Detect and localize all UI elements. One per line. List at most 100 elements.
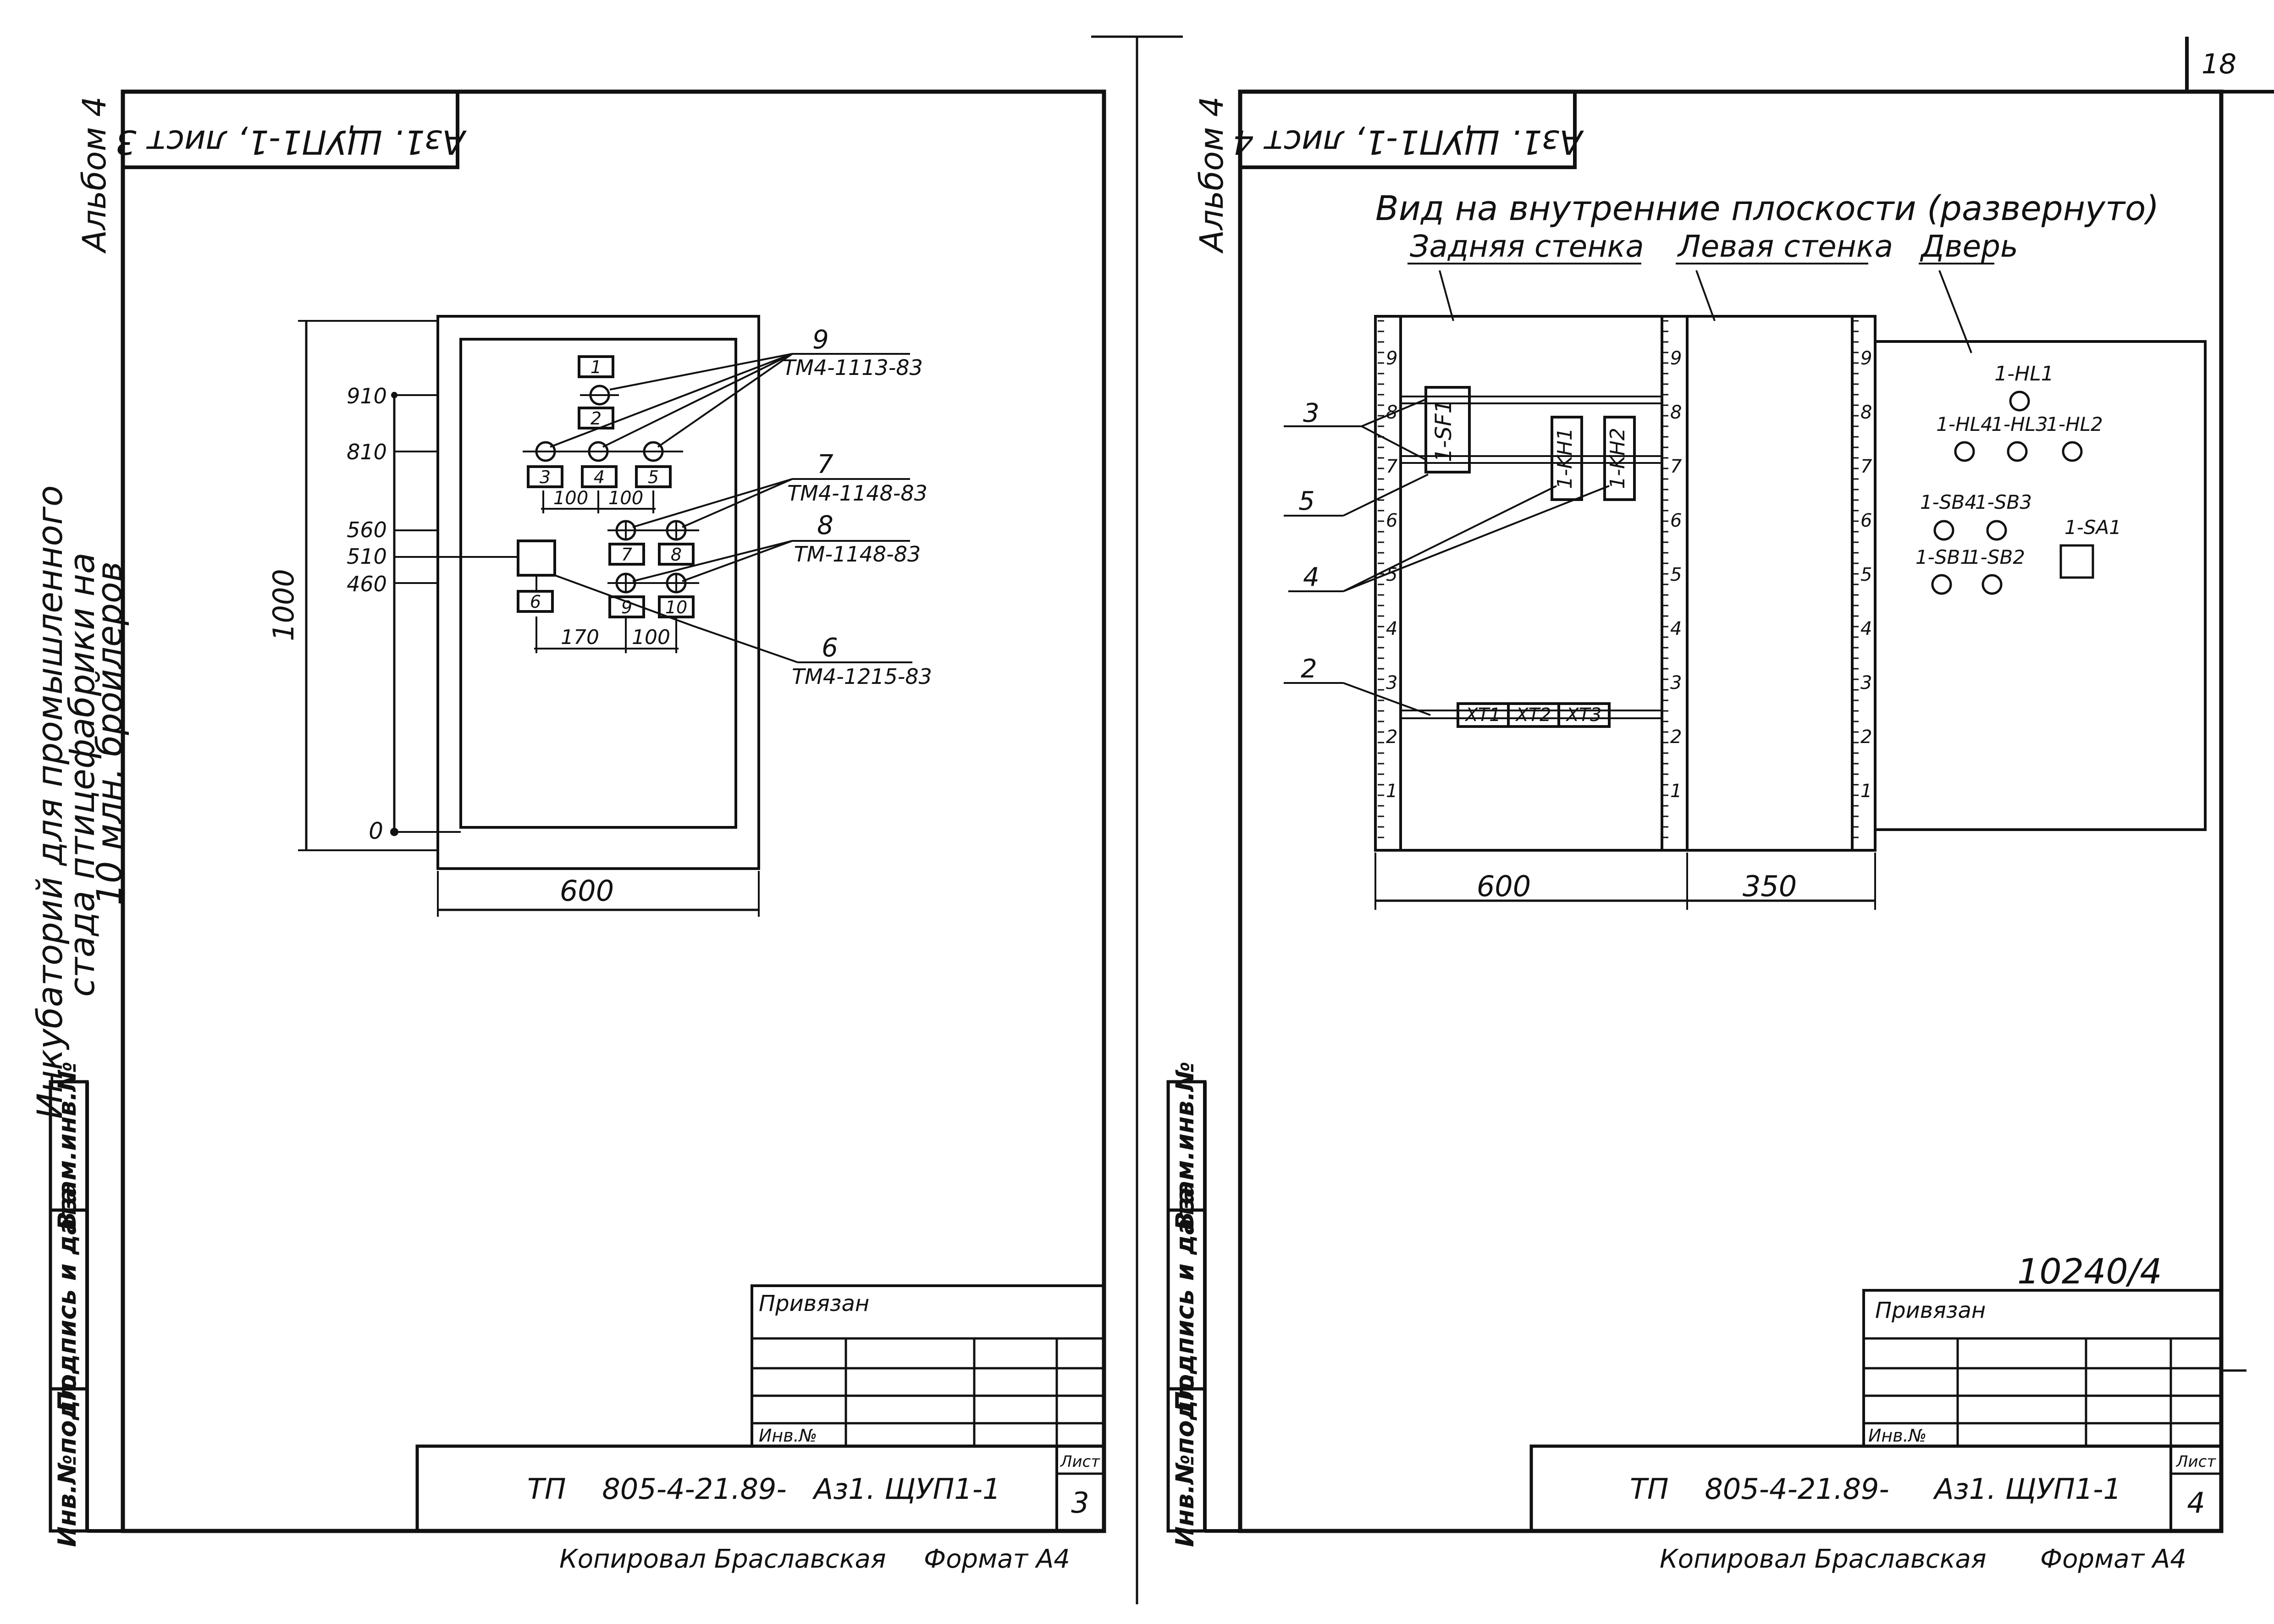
scale-number: 2 <box>1670 727 1682 748</box>
svg-text:Инв.№: Инв.№ <box>759 1426 817 1446</box>
left-panel-inner <box>459 338 737 829</box>
right-header-stamp: Аз1. ЩУП1-1, лист 4 <box>1233 123 1584 161</box>
button-sb4 <box>1933 520 1954 541</box>
level-marks: 910 810 560 510 460 0 <box>347 384 518 844</box>
svg-text:2: 2 <box>591 408 602 429</box>
left-header-stamp-box <box>121 90 459 169</box>
page-number-box: 18 <box>2185 37 2274 94</box>
page-number: 18 <box>2202 48 2236 80</box>
svg-text:4: 4 <box>2187 1486 2205 1519</box>
svg-text:1-HL1: 1-HL1 <box>1994 362 2053 385</box>
svg-text:460: 460 <box>347 572 387 596</box>
svg-text:1: 1 <box>591 357 602 377</box>
svg-text:Инв.№: Инв.№ <box>1868 1426 1926 1446</box>
left-side-stamp: Взам.инв.№ Подпись и дата Инв.№подл. <box>49 1062 89 1547</box>
right-header-stamp-box <box>1238 90 1577 169</box>
left-title-block: Привязан Инв.№ ТП 805-4-21.89- Аз1. ЩУП1… <box>415 1284 1106 1533</box>
doc-number: 10240/4 <box>2017 1251 2162 1292</box>
lamp-hl4 <box>1954 441 1975 462</box>
left-panel-outer <box>436 315 760 870</box>
svg-text:Лист: Лист <box>1060 1453 1100 1471</box>
right-footer-format: Формат А4 <box>2040 1544 2186 1574</box>
scale-number: 3 <box>1386 672 1397 694</box>
left-side-title: Инкубаторий для промышленного стада птиц… <box>29 485 130 1119</box>
svg-text:1-HL4: 1-HL4 <box>1936 413 1993 435</box>
svg-text:100: 100 <box>632 626 670 649</box>
scale-number: 4 <box>1670 618 1682 639</box>
dim-width-600: 600 <box>560 874 614 908</box>
svg-text:1-KH1: 1-KH1 <box>1553 428 1577 489</box>
scale-number: 6 <box>1386 510 1397 531</box>
door-panel <box>1874 340 2207 831</box>
svg-text:100: 100 <box>553 488 588 509</box>
svg-text:1-SF1: 1-SF1 <box>1431 400 1457 462</box>
svg-text:XT2: XT2 <box>1515 705 1551 726</box>
svg-text:1-HL3: 1-HL3 <box>1991 413 2048 435</box>
svg-text:Подпись и дата: Подпись и дата <box>1170 1187 1199 1412</box>
svg-text:1-SA1: 1-SA1 <box>2064 516 2121 539</box>
scale-number: 6 <box>1670 510 1682 531</box>
scale-number: 8 <box>1860 402 1872 423</box>
scale-number: 2 <box>1386 727 1397 748</box>
button-sb2 <box>1981 574 2003 595</box>
left-footer-copied: Копировал Браславская <box>559 1544 886 1574</box>
scale-number: 1 <box>1670 781 1682 802</box>
svg-text:1-SB4: 1-SB4 <box>1920 491 1977 513</box>
svg-text:5: 5 <box>648 467 659 487</box>
svg-text:Взам.инв.№: Взам.инв.№ <box>53 1062 82 1230</box>
svg-text:8: 8 <box>817 511 833 540</box>
right-dimensions: 600 350 <box>1374 853 1876 910</box>
right-footer-copied: Копировал Браславская <box>1660 1544 1987 1574</box>
scale-number: 3 <box>1860 672 1872 694</box>
svg-text:4: 4 <box>1303 562 1319 592</box>
svg-text:1-HL2: 1-HL2 <box>2046 413 2103 435</box>
svg-text:7: 7 <box>817 450 833 479</box>
svg-text:Лист: Лист <box>2175 1453 2216 1471</box>
svg-text:600: 600 <box>1477 870 1531 903</box>
scale-number: 9 <box>1670 348 1682 369</box>
scale-number: 7 <box>1670 456 1682 477</box>
left-sheet: Аз1. ЩУП1-1, лист 3 Альбом 4 Инкубаторий… <box>29 89 1106 1574</box>
svg-text:ТМ4-1215-83: ТМ4-1215-83 <box>792 664 932 689</box>
svg-text:350: 350 <box>1743 870 1797 903</box>
svg-text:1-SB1: 1-SB1 <box>1915 546 1972 568</box>
svg-text:5: 5 <box>1298 486 1315 516</box>
scale-number: 4 <box>1860 618 1872 639</box>
left-wall <box>1686 315 1877 852</box>
right-callouts: 3 5 4 2 <box>1284 398 1610 716</box>
svg-text:Инкубаторий для промышленного: Инкубаторий для промышленного <box>29 485 70 1119</box>
left-callouts: 9 ТМ4-1113-83 7 ТМ4-1148-83 8 ТМ-1148-83… <box>550 325 932 689</box>
svg-text:1-SB2: 1-SB2 <box>1968 546 2025 568</box>
scale-number: 2 <box>1860 727 1872 748</box>
right-side-stamp: Взам.инв.№ Подпись и дата Инв.№подл. <box>1166 1062 1207 1547</box>
scale-number: 6 <box>1860 510 1872 531</box>
left-header-stamp: Аз1. ЩУП1-1, лист 3 <box>116 123 467 161</box>
svg-text:XT3: XT3 <box>1565 705 1601 726</box>
svg-text:Взам.инв.№: Взам.инв.№ <box>1170 1062 1199 1230</box>
svg-text:1-SB3: 1-SB3 <box>1975 491 2032 513</box>
svg-text:ТМ4-1148-83: ТМ4-1148-83 <box>787 481 927 506</box>
scale-number: 5 <box>1670 564 1682 585</box>
svg-text:170: 170 <box>561 626 599 649</box>
scale-number: 9 <box>1860 348 1872 369</box>
left-components: 1 2 3 4 5 100 100 <box>517 355 699 653</box>
svg-text:7: 7 <box>621 545 632 565</box>
svg-text:3: 3 <box>1071 1486 1089 1519</box>
svg-text:560: 560 <box>347 517 387 542</box>
scale-number: 8 <box>1670 402 1682 423</box>
svg-text:6: 6 <box>822 633 838 663</box>
terminal-xt3 <box>1557 702 1611 728</box>
svg-text:10: 10 <box>665 597 687 617</box>
right-frame <box>1238 89 2224 1533</box>
scale-number: 4 <box>1386 618 1397 639</box>
left-doc-code: ТП 805-4-21.89- Аз1. ЩУП1-1 <box>527 1472 1001 1506</box>
lamp-hl2 <box>2062 441 2083 462</box>
back-wall-label: Задняя стенка <box>1410 229 1644 264</box>
svg-text:8: 8 <box>671 545 682 565</box>
svg-text:9: 9 <box>812 325 829 355</box>
right-title-block: Привязан Инв.№ ТП 805-4-21.89- Аз1. ЩУП1… <box>1529 1289 2246 1533</box>
svg-text:стада птицефабрики на: стада птицефабрики на <box>61 552 102 997</box>
button-sb3 <box>1986 520 2007 541</box>
